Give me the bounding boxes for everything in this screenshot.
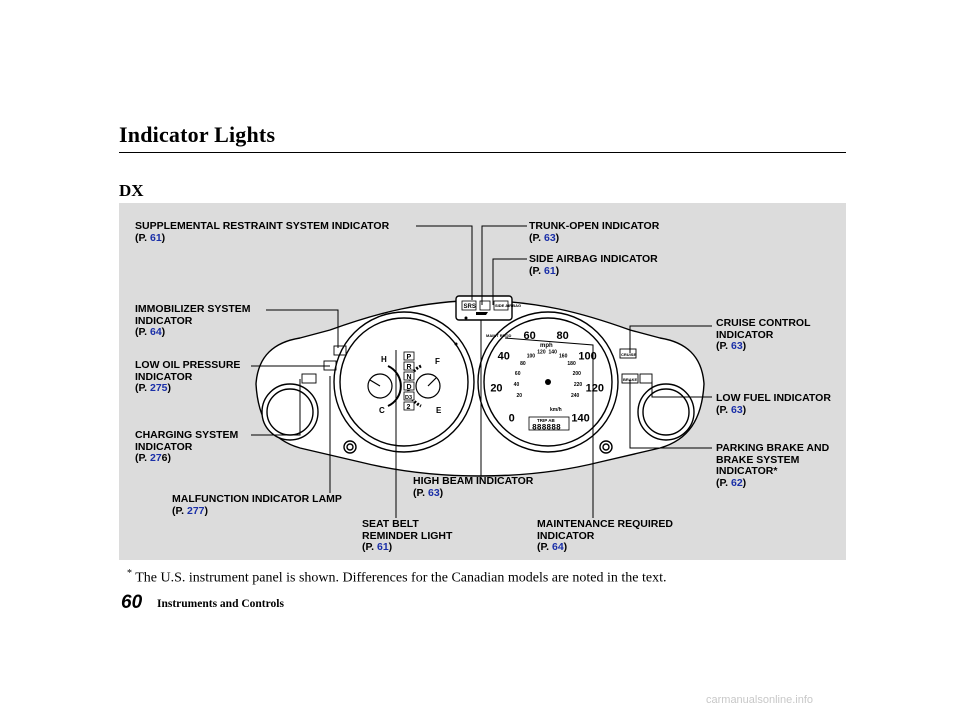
page-link-charging[interactable]: 27	[149, 452, 162, 464]
gear-label-2: 2	[407, 404, 411, 411]
page-link-side-airbag[interactable]: 61	[543, 264, 556, 277]
side-airbag-lamp-label: SIDE AIRBAG	[495, 303, 521, 308]
page-link-trunk[interactable]: 63	[543, 231, 556, 244]
callout-cruise-control-indicator: CRUISE CONTROL INDICATOR (P. 63)	[716, 317, 811, 352]
speedo-needle-hub	[545, 379, 551, 385]
title-rule	[119, 152, 846, 153]
maint-lamp-label: MAINT REQD	[486, 333, 511, 338]
page-title: Indicator Lights	[119, 122, 276, 147]
page-number: 60	[121, 592, 143, 613]
page-link-oil[interactable]: 275	[149, 382, 168, 394]
mph-tick-40: 40	[498, 350, 510, 362]
callout-charging-system-indicator: CHARGING SYSTEM INDICATOR (P. 276)	[135, 429, 239, 464]
page-link-fuel[interactable]: 63	[730, 403, 743, 416]
page-link-cruise[interactable]: 63	[730, 340, 743, 352]
odometer-readout: 888888	[532, 424, 561, 433]
kmh-tick-160: 160	[559, 354, 568, 360]
page-link-seatbelt[interactable]: 61	[376, 541, 389, 553]
cruise-lamp-label: CRUISE	[621, 352, 636, 357]
gear-box-p	[403, 351, 415, 361]
callout-low-oil-pressure-indicator: LOW OIL PRESSURE INDICATOR (P. 275)	[135, 359, 241, 394]
gear-box-d	[403, 381, 415, 391]
page-link-srs[interactable]: 61	[149, 231, 162, 244]
kmh-tick-240: 240	[571, 393, 580, 399]
mph-tick-120: 120	[586, 383, 604, 395]
gear-label-d3: D3	[405, 395, 412, 401]
kmh-tick-200: 200	[573, 371, 582, 377]
watermark: carmanualsonline.info	[706, 694, 814, 706]
model-variant: DX	[119, 181, 144, 200]
callout-side-airbag-indicator: SIDE AIRBAG INDICATOR (P. 61)	[529, 253, 658, 277]
callout-parking-brake-indicator: PARKING BRAKE AND BRAKE SYSTEM INDICATOR…	[716, 442, 830, 489]
gear-box-r	[403, 361, 415, 371]
gear-box-n	[403, 371, 415, 381]
callout-low-fuel-indicator: LOW FUEL INDICATOR (P. 63)	[716, 392, 831, 416]
gear-label-d: D	[407, 384, 412, 391]
trip-label: TRIP AB	[537, 418, 556, 423]
fuel-full-label: F	[435, 357, 440, 366]
page-link-immobilizer[interactable]: 64	[149, 326, 162, 338]
callout-malfunction-indicator-lamp: MALFUNCTION INDICATOR LAMP (P. 277)	[172, 493, 342, 517]
section-name: Instruments and Controls	[157, 598, 284, 610]
gear-label-p: P	[407, 354, 412, 361]
srs-lamp-label: SRS	[464, 304, 476, 310]
kmh-tick-140: 140	[549, 350, 558, 356]
page-link-mil[interactable]: 277	[186, 504, 205, 517]
mph-tick-0: 0	[509, 412, 515, 424]
footnote-text: The U.S. instrument panel is shown. Diff…	[135, 570, 667, 586]
page-link-parking[interactable]: 62	[730, 476, 743, 489]
gear-box-2	[403, 401, 415, 411]
callout-high-beam-indicator: HIGH BEAM INDICATOR (P. 63)	[413, 475, 534, 499]
mph-tick-80: 80	[557, 330, 569, 342]
brake-lamp-label: BRAKE	[623, 377, 638, 382]
callout-srs-indicator: SUPPLEMENTAL RESTRAINT SYSTEM INDICATOR …	[135, 220, 390, 244]
mph-tick-60: 60	[523, 330, 535, 342]
mph-tick-100: 100	[578, 350, 596, 362]
mph-unit: mph	[540, 343, 553, 349]
kmh-tick-80: 80	[520, 361, 526, 367]
callout-seat-belt-reminder: SEAT BELT REMINDER LIGHT (P. 61)	[362, 518, 453, 553]
kmh-tick-60: 60	[515, 371, 521, 377]
kmh-tick-120: 120	[537, 350, 546, 356]
temp-hot-label: H	[381, 355, 387, 364]
kmh-tick-100: 100	[527, 354, 536, 360]
page-link-maint[interactable]: 64	[551, 541, 564, 553]
callout-trunk-open-indicator: TRUNK-OPEN INDICATOR (P. 63)	[529, 220, 660, 244]
kmh-tick-40: 40	[514, 382, 520, 388]
kmh-unit: km/h	[550, 407, 562, 413]
kmh-tick-220: 220	[574, 382, 583, 388]
mph-tick-20: 20	[490, 383, 502, 395]
page-link-high-beam[interactable]: 63	[427, 486, 440, 499]
footnote-mark: *	[127, 568, 132, 579]
fuel-empty-label: E	[436, 406, 442, 415]
callout-immobilizer-indicator: IMMOBILIZER SYSTEM INDICATOR (P. 64)	[135, 303, 251, 338]
kmh-tick-20: 20	[517, 393, 523, 399]
gear-label-n: N	[407, 374, 412, 381]
footnote: * The U.S. instrument panel is shown. Di…	[127, 568, 666, 587]
temp-cold-label: C	[379, 406, 385, 415]
mph-tick-140: 140	[571, 412, 589, 424]
kmh-tick-180: 180	[567, 361, 576, 367]
gear-label-r: R	[407, 364, 412, 371]
gear-box-d3	[403, 391, 415, 401]
callout-maintenance-required-indicator: MAINTENANCE REQUIRED INDICATOR (P. 64)	[537, 518, 673, 553]
